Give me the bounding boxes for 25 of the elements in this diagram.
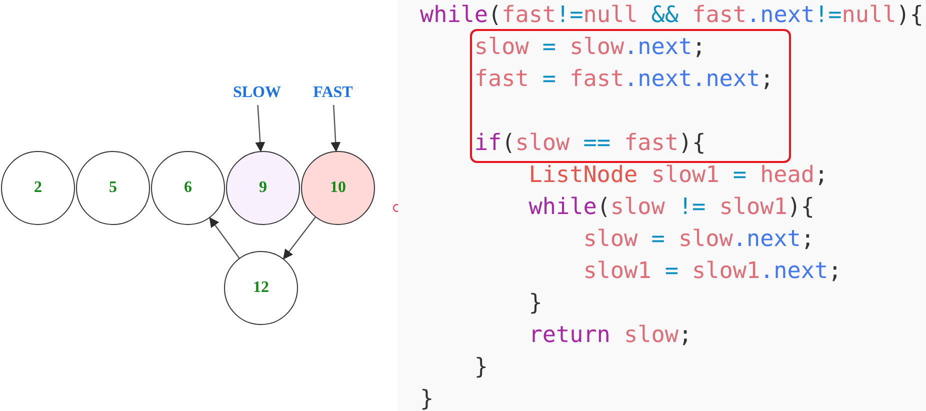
code-line: slow1 = slow1.next;: [583, 257, 842, 286]
node-value: 5: [109, 179, 117, 197]
code-line: if(slow == fast){: [474, 129, 706, 158]
code-line: ListNode slow1 = head;: [528, 161, 828, 190]
code-line: }: [528, 289, 542, 318]
pointer-label: FAST: [310, 83, 356, 103]
highlight-frame: [470, 29, 791, 163]
code-line: }: [474, 353, 488, 382]
arrow: [255, 104, 266, 152]
arrow: [330, 104, 341, 152]
node-value: 2: [34, 179, 42, 197]
arrow: [209, 217, 240, 258]
code-line: fast = fast.next.next;: [474, 65, 774, 94]
code-line: slow = slow.next;: [583, 225, 814, 254]
code-line: }: [420, 385, 434, 411]
arrow: [283, 216, 316, 260]
node-value: 6: [184, 179, 192, 197]
code-line: return slow;: [528, 321, 692, 350]
node-value: 12: [253, 279, 269, 297]
pointer-label: SLOW: [230, 83, 284, 103]
node-value: 9: [259, 179, 267, 197]
node-value: 10: [330, 179, 346, 197]
code-line: slow = slow.next;: [474, 33, 706, 62]
code-line: while(slow != slow1){: [528, 193, 815, 222]
code-line: while(fast!=null && fast.next!=null){: [420, 1, 924, 30]
